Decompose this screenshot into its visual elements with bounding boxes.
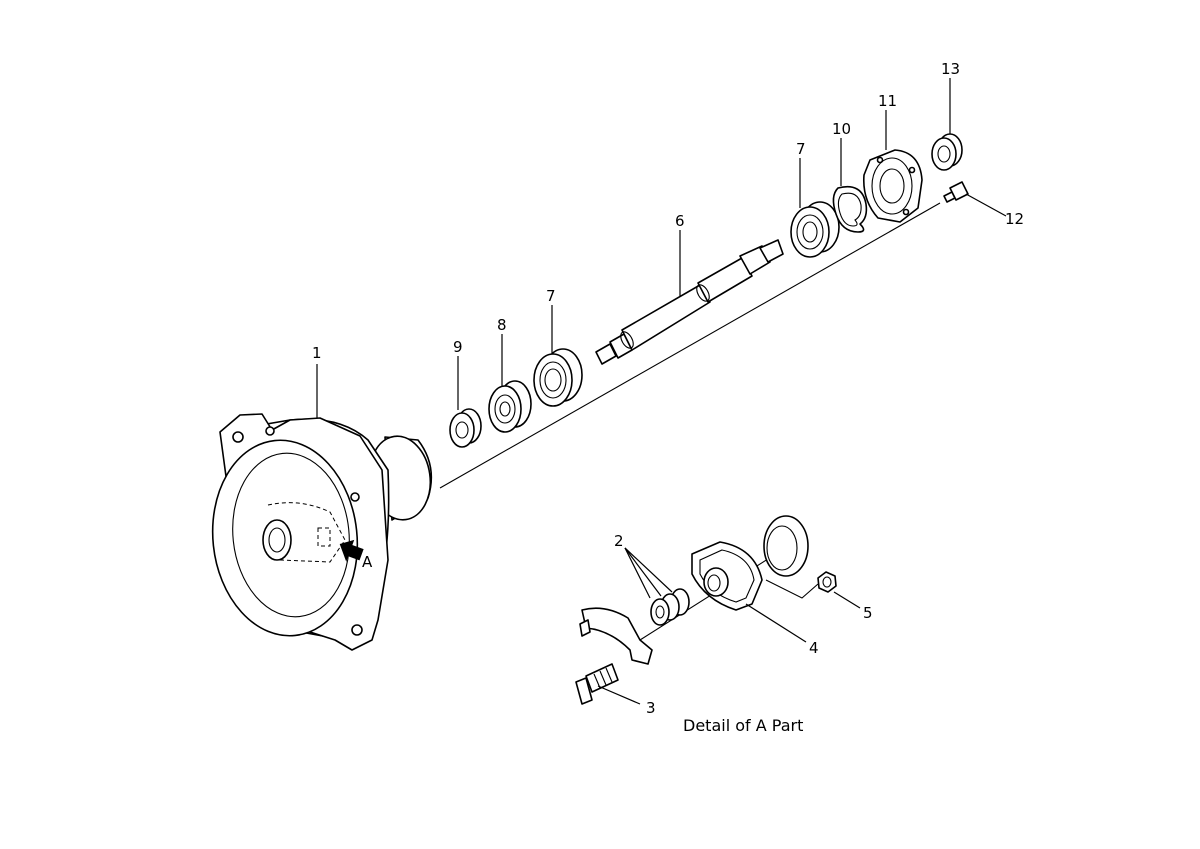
callout-3: 3 (646, 699, 656, 717)
callout-9: 9 (453, 338, 463, 356)
seal-part-8 (488, 380, 532, 433)
screw-part-12 (943, 181, 969, 203)
callout-12: 12 (1005, 210, 1024, 228)
callout-6: 6 (675, 212, 685, 230)
bearing-cover-part-11 (862, 149, 923, 223)
callout-5: 5 (863, 604, 873, 622)
gasket-part-10 (832, 185, 868, 233)
callout-4: 4 (809, 639, 819, 657)
callout-7-lower: 7 (546, 287, 556, 305)
callout-8: 8 (497, 316, 507, 334)
callout-10: 10 (832, 120, 851, 138)
washer-part (763, 515, 809, 577)
seal-part-13 (931, 133, 963, 171)
seal-part-9 (449, 408, 482, 448)
callout-13: 13 (941, 60, 960, 78)
bracket-part-4 (691, 541, 763, 611)
detail-caption: Detail of A Part (683, 716, 803, 735)
bolt-part-3 (575, 663, 619, 705)
view-a-arrow (339, 539, 364, 562)
callout-2: 2 (614, 532, 624, 550)
callout-11: 11 (878, 92, 897, 110)
callout-1: 1 (312, 344, 322, 362)
bearing-part-7-upper (790, 201, 840, 258)
rollers-part-2 (650, 588, 690, 626)
view-a-marker: A (362, 553, 373, 571)
housing-part (211, 413, 433, 651)
nut-part-5 (817, 571, 837, 593)
nut-leader-line (765, 579, 819, 599)
bearing-part-7-lower (533, 348, 583, 407)
lever-part (579, 607, 653, 665)
shaft-part-6 (595, 239, 784, 365)
leader-lines (316, 78, 1007, 705)
main-axis-line (439, 202, 941, 489)
callout-7-upper: 7 (796, 140, 806, 158)
